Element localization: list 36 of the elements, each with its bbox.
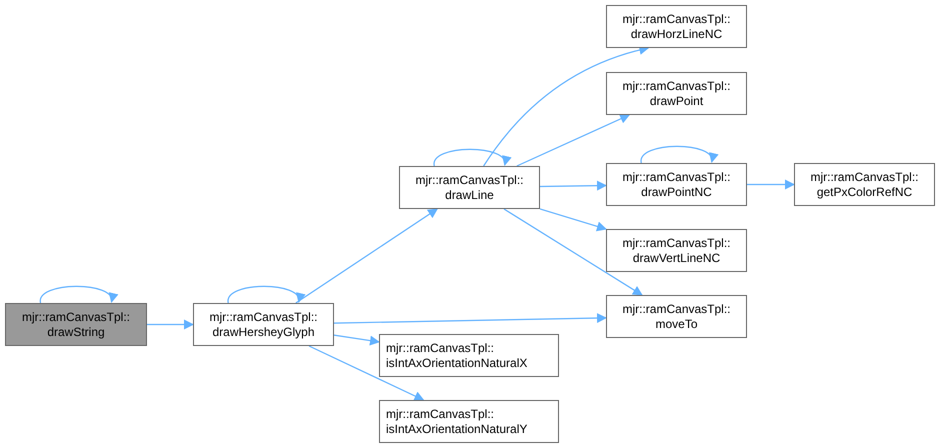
function-box [794, 163, 935, 206]
call-arrow [40, 286, 116, 304]
call-arrow [640, 146, 716, 164]
function-name: mjr::ramCanvasTpl:: getPxColorRefNC [809, 170, 920, 200]
function-name: mjr::ramCanvasTpl:: moveTo [621, 302, 732, 332]
function-box [606, 295, 747, 338]
call-arrow [434, 148, 509, 166]
function-name: mjr::ramCanvasTpl:: drawHersheyGlyph [208, 310, 319, 340]
function-box [606, 5, 747, 48]
function-box [606, 229, 747, 272]
function-name: mjr::ramCanvasTpl:: drawString [20, 310, 132, 340]
call-arrow [334, 334, 380, 346]
call-arrow [540, 180, 607, 191]
function-name: mjr::ramCanvasTpl:: isIntAxOrientationNaturalX [386, 340, 528, 370]
call-arrow [147, 320, 194, 330]
function-name: mjr::ramCanvasTpl:: isIntAxOrientationNaturalY [386, 406, 528, 436]
function-box [606, 72, 747, 115]
call-arrow [504, 208, 643, 296]
call-arrow [334, 313, 607, 324]
function-box [379, 400, 559, 443]
function-name: mjr::ramCanvasTpl:: drawPoint [621, 78, 732, 108]
function-name: mjr::ramCanvasTpl:: drawPointNC [621, 170, 732, 200]
call-arrow [747, 180, 795, 190]
call-arrow [308, 345, 424, 401]
function-box [606, 163, 747, 206]
function-box [399, 166, 540, 209]
call-arrow [516, 114, 630, 167]
function-name: mjr::ramCanvasTpl:: drawHorzLineNC [621, 12, 732, 42]
function-name: mjr::ramCanvasTpl:: drawLine [414, 172, 525, 202]
call-arrow [296, 208, 438, 304]
call-arrow [228, 286, 303, 304]
function-name: mjr::ramCanvasTpl:: drawVertLineNC [621, 236, 732, 266]
function-box [379, 334, 559, 377]
function-box [5, 303, 147, 346]
call-arrow [540, 208, 607, 232]
function-box [193, 303, 334, 346]
